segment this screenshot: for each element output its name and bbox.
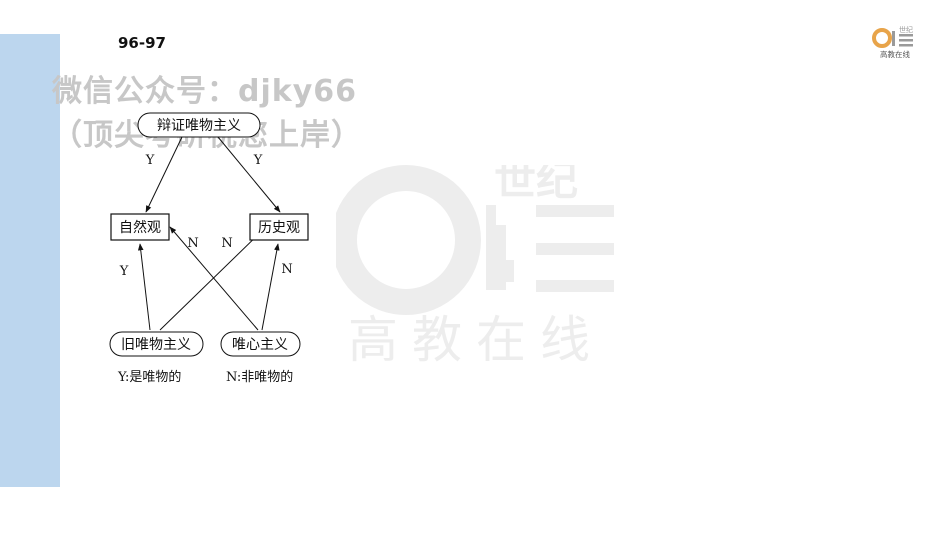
edge-label-idealism-to-history: N: [281, 262, 292, 277]
edge-dm-to-history: [217, 136, 281, 213]
node-old-materialism: 旧唯物主义: [109, 331, 204, 357]
node-dialectical-materialism: 辩证唯物主义: [137, 112, 261, 138]
edge-idealism-to-nature: [169, 226, 259, 331]
node-idealism: 唯心主义: [220, 331, 301, 357]
node-view-of-history-label: 历史观: [258, 220, 300, 236]
left-sidebar-bar: [0, 34, 60, 487]
edge-dm-to-nature: [145, 136, 183, 213]
brand-logo-bottom-text: 高教在线: [880, 49, 910, 59]
edge-label-dm-to-nature: Y: [145, 153, 155, 168]
node-view-of-history: 历史观: [249, 213, 309, 241]
logo-watermark-bottom-text: 高教在线: [348, 311, 604, 369]
logo-watermark: 世纪 高教在线: [336, 165, 614, 369]
legend-no: N:非唯物的: [226, 369, 293, 385]
page-number: 96-97: [118, 34, 166, 52]
edge-label-old-to-nature: Y: [119, 264, 129, 279]
node-dialectical-materialism-label: 辩证唯物主义: [157, 118, 241, 134]
philosophy-diagram: 辩证唯物主义 自然观 历史观 旧唯物主义 唯心主义 Y Y Y N N N Y:…: [109, 112, 309, 385]
legend-yes: Y:是唯物的: [117, 369, 181, 385]
brand-logo-graphic: [872, 28, 913, 48]
edge-idealism-to-history: [261, 243, 280, 331]
edge-old-to-nature: [137, 243, 151, 331]
node-idealism-label: 唯心主义: [232, 337, 288, 353]
brand-logo-top-text: 世纪: [899, 25, 913, 34]
edge-label-idealism-to-nature: N: [187, 236, 198, 251]
edge-label-dm-to-history: Y: [253, 153, 263, 168]
edge-label-old-to-history: N: [221, 236, 232, 251]
edge-old-to-history: [159, 227, 266, 331]
brand-logo: 世纪 高教在线: [872, 25, 913, 59]
watermark-line-1: 微信公众号：djky66: [52, 74, 358, 109]
node-view-of-nature: 自然观: [110, 213, 170, 241]
node-old-materialism-label: 旧唯物主义: [121, 337, 191, 353]
logo-watermark-graphic: [336, 165, 614, 315]
node-view-of-nature-label: 自然观: [119, 219, 161, 236]
logo-watermark-top-text: 世纪: [494, 165, 578, 205]
